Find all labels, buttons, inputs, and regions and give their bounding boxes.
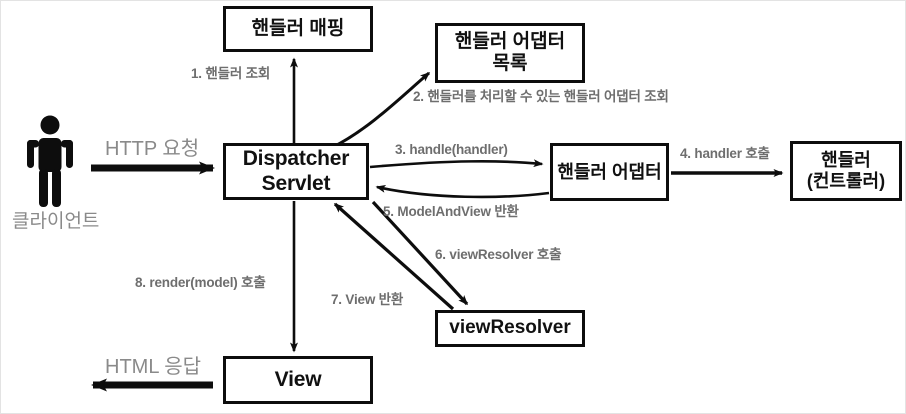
edge-label-step-6: 6. viewResolver 호출 (435, 247, 562, 262)
edge-label-step-3: 3. handle(handler) (395, 142, 508, 157)
node-view-resolver-label: viewResolver (449, 317, 571, 339)
node-view[interactable]: View (223, 356, 373, 404)
node-handler-adapter-list-label: 핸들러 어댑터 목록 (454, 30, 566, 74)
node-handler-adapter-label: 핸들러 어댑터 (557, 161, 662, 182)
actor-label-client: 클라이언트 (12, 211, 100, 232)
edge-label-step-7: 7. View 반환 (331, 292, 404, 307)
edge-label-step-4: 4. handler 호출 (680, 146, 770, 161)
node-handler-adapter[interactable]: 핸들러 어댑터 (550, 143, 669, 201)
edge-label-step-5: 5. ModelAndView 반환 (383, 204, 519, 219)
node-handler-controller-label: 핸들러 (컨트롤러) (806, 150, 886, 191)
node-view-label: View (274, 367, 322, 391)
node-handler-adapter-list[interactable]: 핸들러 어댑터 목록 (435, 23, 585, 83)
node-dispatcher-servlet-label: Dispatcher Servlet (242, 147, 350, 195)
node-handler-mapping[interactable]: 핸들러 매핑 (223, 6, 373, 52)
node-handler-controller[interactable]: 핸들러 (컨트롤러) (790, 141, 902, 201)
edge-label-step-1: 1. 핸들러 조회 (191, 66, 271, 81)
edge-step-5 (375, 184, 550, 199)
person-icon (27, 115, 73, 207)
node-handler-mapping-label: 핸들러 매핑 (251, 17, 345, 39)
edge-step-3 (369, 159, 544, 169)
edge-label-step-2: 2. 핸들러를 처리할 수 있는 핸들러 어댑터 조회 (413, 89, 669, 104)
edge-label-http-request: HTTP 요청 (105, 138, 200, 160)
node-dispatcher-servlet[interactable]: Dispatcher Servlet (223, 143, 369, 200)
node-view-resolver[interactable]: viewResolver (435, 310, 585, 347)
edge-label-html-response: HTML 응답 (105, 356, 202, 378)
edge-label-step-8: 8. render(model) 호출 (135, 275, 266, 290)
